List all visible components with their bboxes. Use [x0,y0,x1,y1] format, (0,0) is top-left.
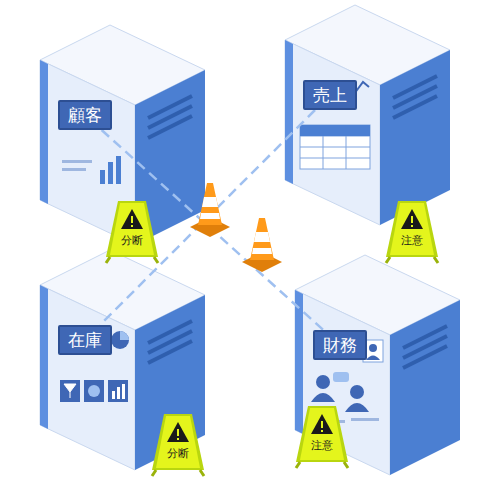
server-label-box: 売上 [303,80,357,110]
warning-sign-text: 注意 [401,234,423,247]
server-label: 在庫 [68,330,102,350]
dashed-connector [102,130,324,330]
server-label: 財務 [323,335,357,355]
server-label-box: 財務 [313,330,367,360]
server-label: 売上 [313,85,347,105]
warning-sign-text: 分断 [121,234,143,247]
server-label-box: 在庫 [58,325,112,355]
warning-sign-text: 注意 [311,439,333,452]
server-label-box: 顧客 [58,100,112,130]
warning-sign-text: 分断 [167,447,189,460]
server-label: 顧客 [68,105,102,125]
dashed-connector [100,110,315,325]
